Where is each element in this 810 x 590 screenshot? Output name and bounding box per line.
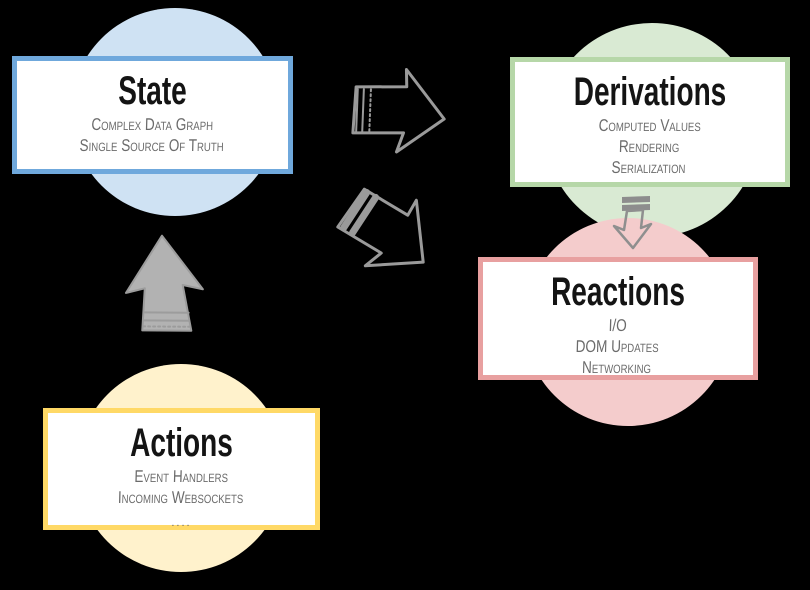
derivations-subtitle: Computed Values Rendering Serialization [540,115,758,178]
actions-title: Actions [130,421,233,465]
arrow-state-to-derivations [351,68,446,154]
reactions-title: Reactions [551,270,685,314]
state-title: State [118,69,187,113]
reactions-subtitle: I/O DOM Updates Networking [508,315,726,378]
arrow-state-to-reactions [336,187,425,268]
reactions-subtitle-line: I/O [608,316,628,335]
derivations-subtitle-line: Computed Values [598,116,702,135]
reactions-box: Reactions I/O DOM Updates Networking [478,257,758,380]
actions-subtitle-line: Incoming Websockets [117,488,244,507]
actions-ellipsis: .... [171,517,192,529]
state-subtitle-line: Single Source Of Truth [79,136,224,155]
state-subtitle: Complex Data Graph Single Source Of Trut… [43,114,261,156]
actions-box: Actions Event Handlers Incoming Websocke… [43,408,320,530]
reactions-subtitle-line: DOM Updates [575,337,659,356]
actions-subtitle-line: Event Handlers [134,467,229,486]
reactions-subtitle-line: Networking [581,358,652,377]
arrow-actions-to-state [124,234,204,332]
derivations-subtitle-line: Serialization [611,158,686,177]
derivations-box: Derivations Computed Values Rendering Se… [510,57,790,187]
state-subtitle-line: Complex Data Graph [91,115,214,134]
derivations-title: Derivations [573,70,727,114]
actions-subtitle: Event Handlers Incoming Websockets [74,466,289,508]
state-box: State Complex Data Graph Single Source O… [12,56,293,174]
derivations-subtitle-line: Rendering [618,137,680,156]
